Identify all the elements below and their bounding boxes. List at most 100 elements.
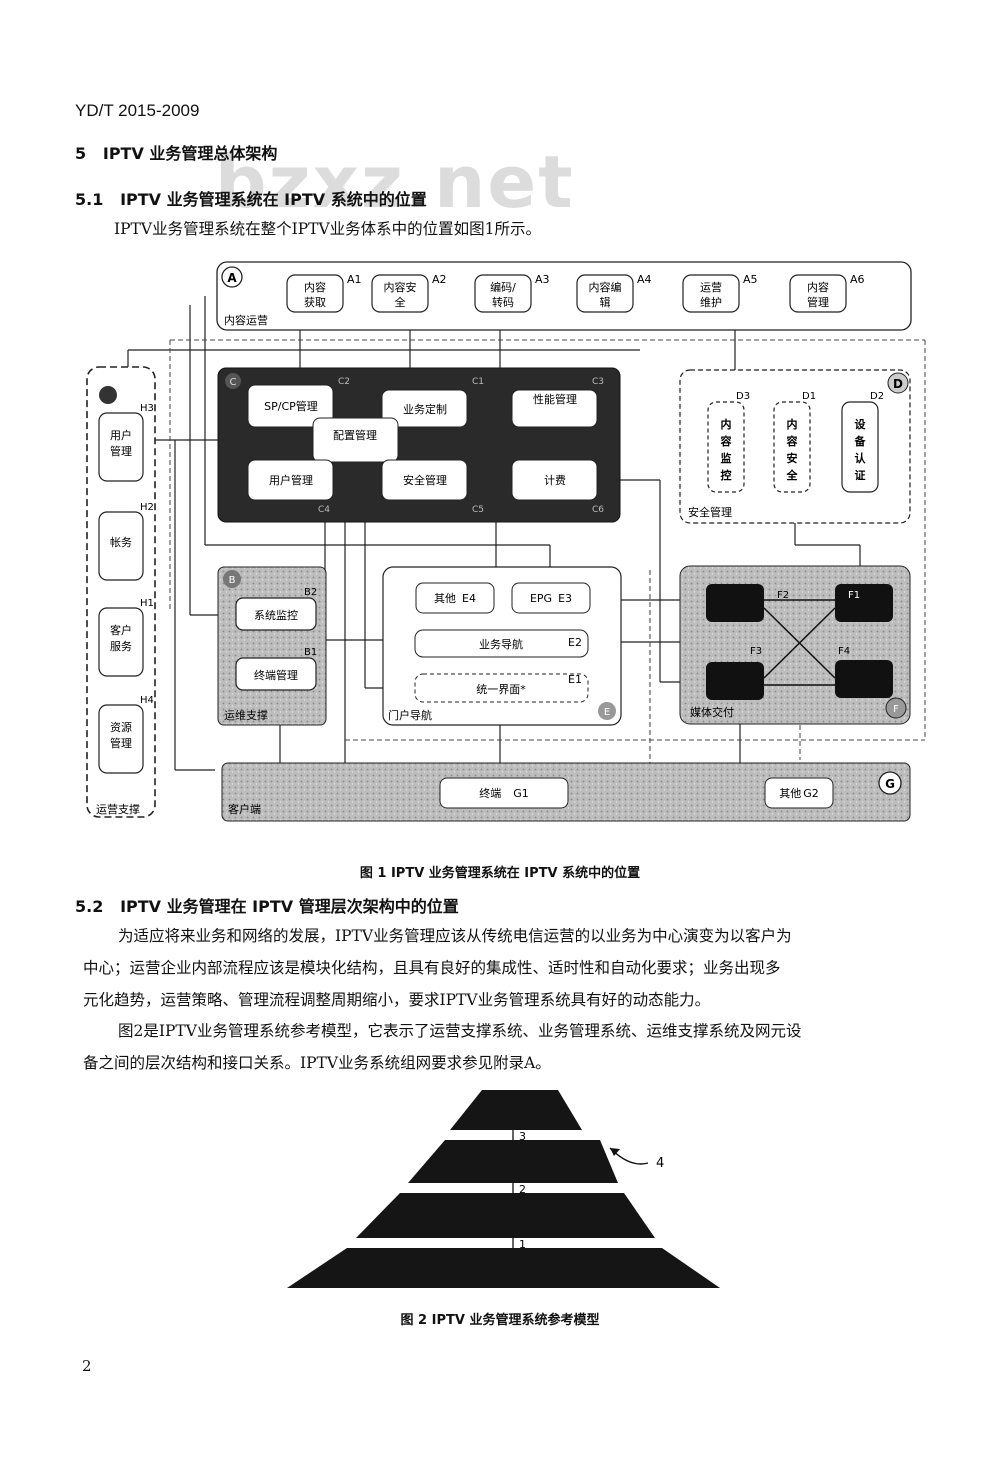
interface-2-label: 2: [519, 1183, 526, 1196]
g-other: 其他: [779, 787, 801, 800]
e-other: 其他: [434, 592, 456, 605]
a-item-line2: 辑: [600, 295, 611, 309]
group-c-circle: C: [230, 377, 237, 388]
section-5-2-paragraph-2: 图2是IPTV业务管理系统参考模型，它表示了运营支撑系统、业务管理系统、运维支撑…: [83, 1015, 933, 1079]
b-item-text: 终端管理: [254, 668, 298, 682]
h-item-text-2: 管理: [110, 736, 132, 750]
c-item-id: C3: [592, 377, 604, 387]
f1-label: F1: [848, 590, 860, 601]
b-item-id: B1: [304, 647, 317, 658]
a-item-line1: 内容: [304, 280, 326, 294]
content-operation-group: A 内容运营 内容获取A1内容安全A2编码/转码A3内容编辑A4运营维护A5内容…: [216, 261, 912, 331]
a-item-id: A5: [743, 273, 758, 286]
section-5-2-title: IPTV 业务管理在 IPTV 管理层次架构中的位置: [120, 897, 459, 916]
para2-line-1: 图2是IPTV业务管理系统参考模型，它表示了运营支撑系统、业务管理系统、运维支撑…: [118, 1022, 802, 1040]
d-item-char: 全: [786, 468, 799, 482]
h-item-text: 帐务: [110, 536, 132, 549]
terminal: 终端: [479, 786, 501, 800]
epg: EPG: [530, 592, 552, 605]
d-item-char: 内: [787, 417, 798, 431]
d-item-box: [773, 401, 811, 493]
a-item-line2: 维护: [700, 295, 722, 309]
e2-label: E2: [568, 636, 582, 649]
h-item-box: [98, 607, 144, 677]
a-item-box: [789, 274, 847, 313]
d-item-char: 内: [721, 417, 732, 431]
g1-label: G1: [513, 787, 529, 800]
b-item-id: B2: [304, 587, 317, 598]
b-item-box: [235, 657, 317, 691]
section-5-2-paragraph-1: 为适应将来业务和网络的发展，IPTV业务管理应该从传统电信运营的以业务为中心演变…: [83, 920, 933, 1016]
d-item-char: 容: [720, 434, 732, 448]
section-5-heading: 5 IPTV 业务管理总体架构: [75, 140, 277, 164]
group-a-label: 内容运营: [224, 313, 268, 327]
page-number: 2: [82, 1357, 92, 1375]
g2-label: G2: [803, 787, 819, 800]
interface-1-label: 1: [519, 1238, 526, 1251]
section-5-1-heading: 5.1 IPTV 业务管理系统在 IPTV 系统中的位置: [75, 186, 427, 210]
d-item-id: D1: [802, 391, 816, 402]
h-item-id: H2: [140, 502, 154, 513]
section-5-1-number: 5.1: [75, 190, 104, 209]
d-item-char: 监: [721, 451, 732, 465]
business-management-group: SP/CP管理 业务定制 性能管理 配置管理 用户管理 安全管理 计费 C C2…: [217, 367, 621, 523]
a-item-id: A1: [347, 273, 362, 286]
d-item-char: 控: [721, 468, 732, 482]
section-5-title: IPTV 业务管理总体架构: [102, 144, 278, 163]
group-a-circle: A: [227, 271, 237, 285]
e3-label: E3: [558, 592, 572, 605]
document-id: YD/T 2015-2009: [75, 101, 200, 120]
service-customization: 业务定制: [403, 402, 447, 416]
unified-interface: 统一界面*: [476, 683, 526, 696]
para1-line-2: 中心；运营企业内部流程应该是模块化结构，且具有良好的集成性、适时性和自动化要求；…: [83, 959, 781, 977]
a-item-line2: 全: [395, 295, 406, 309]
a-item-line1: 运营: [700, 280, 722, 294]
media-delivery-group: F2 F1 F3 F4 F 媒体交付: [679, 565, 911, 725]
h-item-text-2: 管理: [110, 444, 132, 458]
group-h-label: 运营支撑: [96, 802, 140, 816]
f3-label: F3: [750, 646, 762, 657]
h-item-id: H1: [140, 598, 154, 609]
a-item-line1: 内容安: [384, 280, 417, 294]
d-item-char: 认: [855, 451, 867, 465]
f4-label: F4: [838, 646, 850, 657]
d-item-char: 安: [787, 451, 798, 465]
a-item-line1: 内容: [807, 280, 829, 294]
h-item-box: [98, 412, 144, 482]
a-item-box: [576, 274, 634, 313]
pyramid-level-3: [356, 1193, 655, 1238]
dashed-connectors: [169, 339, 926, 790]
d-item-id: D3: [736, 391, 750, 402]
group-e-circle: E: [604, 707, 610, 718]
d-item-id: D2: [870, 391, 884, 402]
para1-line-1: 为适应将来业务和网络的发展，IPTV业务管理应该从传统电信运营的以业务为中心演变…: [118, 927, 792, 945]
a-item-line2: 管理: [807, 295, 829, 309]
a-item-line1: 编码/: [490, 280, 516, 294]
a-item-line2: 获取: [304, 296, 326, 309]
c-user-management: 用户管理: [269, 473, 313, 487]
group-g-label: 客户端: [228, 802, 261, 816]
b-item-text: 系统监控: [254, 608, 298, 622]
group-d-circle: D: [893, 377, 903, 391]
group-g-circle: G: [885, 777, 895, 791]
para1-line-3: 元化趋势，运营策略、管理流程调整周期缩小，要求IPTV业务管理系统具有好的动态能…: [83, 991, 711, 1009]
svg-text:客户服务: 客户服务: [110, 623, 132, 653]
figure-1-diagram: A 内容运营 内容获取A1内容安全A2编码/转码A3内容编辑A4运营维护A5内容…: [86, 261, 926, 822]
d-item-char: 容: [786, 434, 798, 448]
d-item-box: [841, 401, 879, 493]
c-security-management: 安全管理: [403, 473, 447, 487]
h-item-text: 资源: [110, 720, 132, 734]
group-b-circle: B: [229, 575, 236, 586]
interface-3-label: 3: [519, 1130, 526, 1143]
billing: 计费: [544, 474, 566, 487]
para2-line-2: 备之间的层次结构和接口关系。IPTV业务系统组网要求参见附录A。: [83, 1054, 551, 1072]
configuration-management: 配置管理: [333, 428, 377, 442]
a-item-id: A4: [637, 273, 652, 286]
d-item-box: [707, 401, 745, 493]
h-item-text: 用户: [110, 428, 132, 442]
